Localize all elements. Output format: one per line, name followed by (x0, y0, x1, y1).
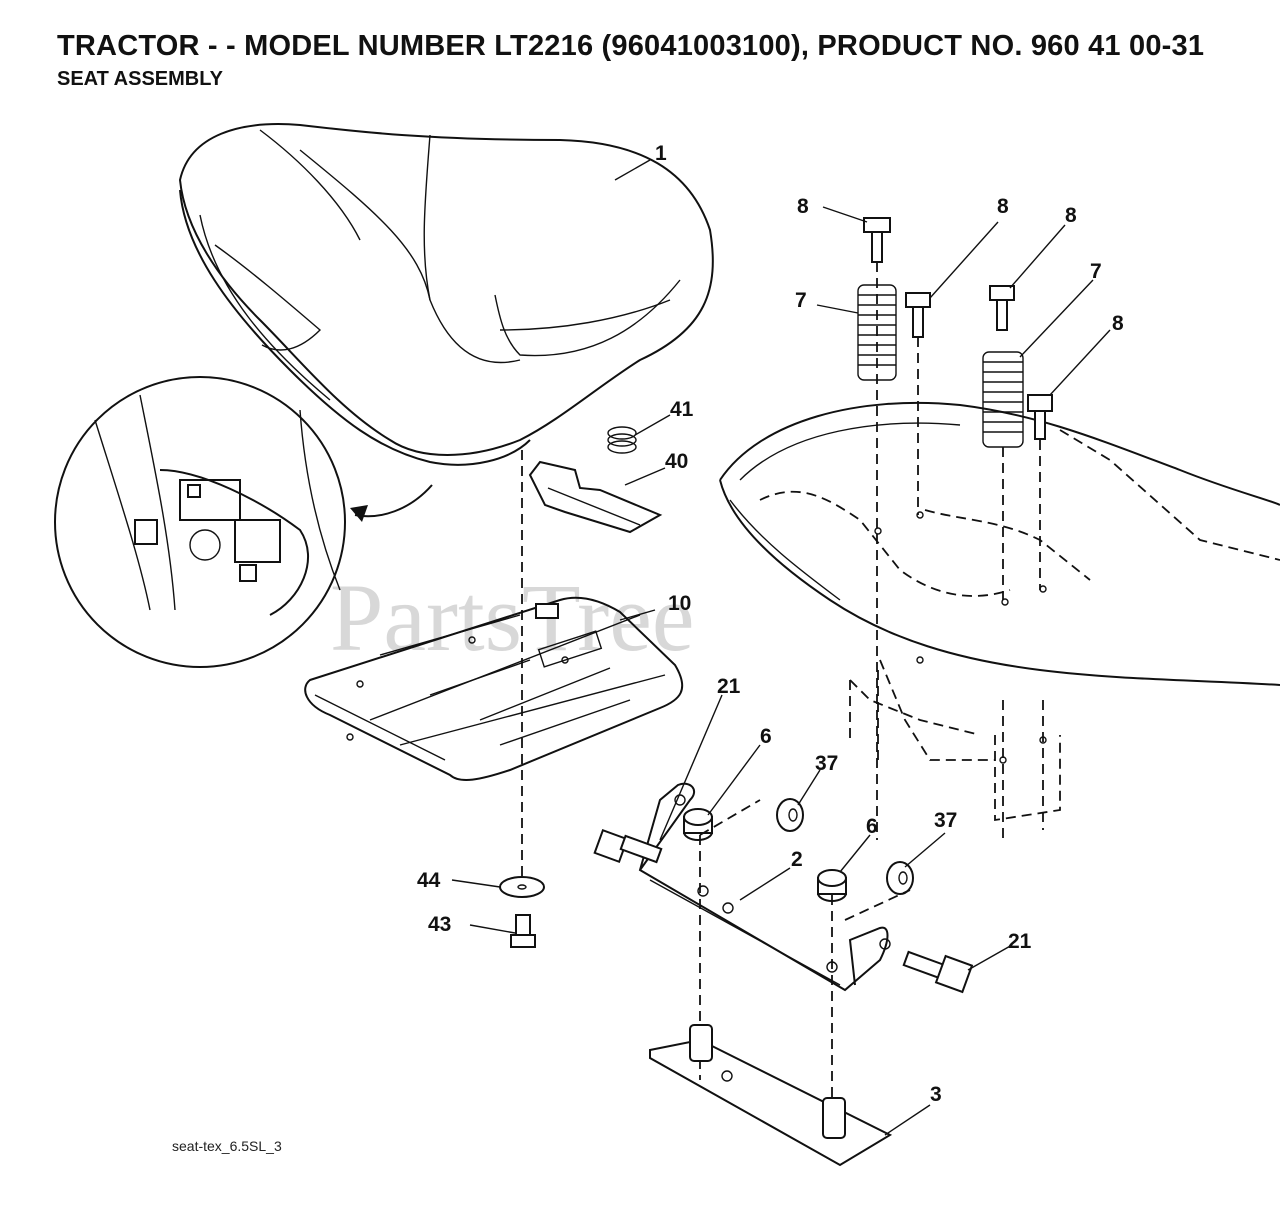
washer-left-part[interactable] (776, 798, 804, 832)
switch-clip-part[interactable] (528, 460, 663, 534)
seat-pan-part[interactable] (304, 596, 684, 781)
small-spring-part[interactable] (607, 426, 637, 454)
leader-lines (451, 159, 1111, 1136)
bolt-top-right-part[interactable] (989, 285, 1015, 331)
bolt-top-left-part[interactable] (863, 217, 891, 263)
tractor-fender-frame (719, 401, 1280, 840)
callout-label: 2 (791, 848, 803, 871)
callout-label: 8 (797, 195, 809, 218)
base-plate-part[interactable] (649, 1024, 893, 1167)
callout-label: 7 (795, 289, 807, 312)
diagram-reference-code: seat-tex_6.5SL_3 (172, 1138, 282, 1154)
callout-label: 40 (665, 450, 688, 473)
callout-label: 37 (934, 809, 957, 832)
nut-left-part[interactable] (683, 808, 713, 841)
bolt-right-part[interactable] (1027, 394, 1053, 440)
callout-label: 1 (655, 142, 667, 165)
callout-label: 44 (417, 869, 441, 892)
pivot-bracket-part[interactable] (638, 782, 891, 992)
switch-detail-inset (54, 376, 433, 668)
callout-label: 10 (668, 592, 691, 615)
callout-label: 43 (428, 913, 451, 936)
callout-label: 6 (760, 725, 772, 748)
callout-label: 8 (1065, 204, 1077, 227)
page-title: TRACTOR - - MODEL NUMBER LT2216 (9604100… (57, 30, 1205, 62)
callout-label: 8 (997, 195, 1009, 218)
nut-right-part[interactable] (817, 869, 847, 902)
spring-right-part[interactable] (982, 351, 1024, 448)
screw-part[interactable] (510, 914, 536, 948)
callout-label: 37 (815, 752, 838, 775)
page-subtitle: SEAT ASSEMBLY (57, 68, 223, 90)
flat-washer-part[interactable] (499, 876, 545, 898)
washer-right-part[interactable] (886, 861, 914, 895)
callout-label: 3 (930, 1083, 942, 1106)
callout-label: 6 (866, 815, 878, 838)
seat-part[interactable] (178, 123, 714, 466)
bolt-pivot-left-part[interactable] (593, 828, 663, 864)
callout-label: 41 (670, 398, 694, 421)
callout-label: 21 (1008, 930, 1032, 953)
bolt-top-mid-part[interactable] (905, 292, 931, 338)
bolt-pivot-right-part[interactable] (902, 950, 974, 994)
callout-label: 8 (1112, 312, 1124, 335)
callout-label: 21 (717, 675, 741, 698)
callout-label: 7 (1090, 260, 1102, 283)
